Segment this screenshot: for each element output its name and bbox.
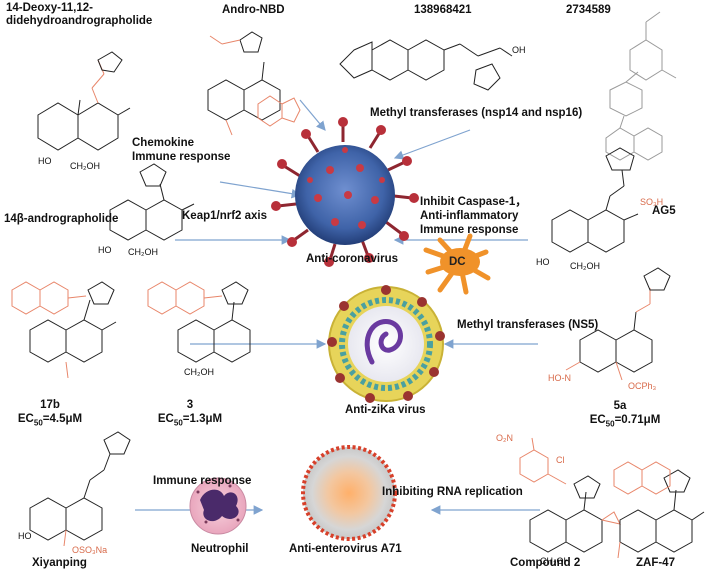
molecule-14-deoxy [37,51,131,151]
neutrophil-label: Neutrophil [191,543,249,555]
compound-name-5a: 5a [613,400,627,412]
atom-label-cl: Cl [556,455,565,465]
atom-label-ch2oh: CH₂OH [540,556,570,566]
compound-name-xiyanping: Xiyanping [32,557,87,569]
atom-label-o2n: O₂N [496,433,513,443]
arrow-andro-nbd [299,99,326,131]
mechanism-caspase-line3: Immune response [420,224,519,236]
atom-label-ch2oh: CH₂OH [128,247,158,257]
mechanism-methyl-nsp: Methyl transferases (nsp14 and nsp16) [370,107,583,119]
compound-name-3: 3 [186,399,194,411]
molecule-138968421 [339,39,513,91]
mechanism-caspase-line2: Anti-inflammatory [420,210,519,222]
compound-name-14-beta: 14β-andrographolide [4,213,119,225]
molecule-ag5 [551,147,639,253]
atom-label-oso3na: OSO₃Na [72,545,108,555]
arrow-nsp [393,129,471,160]
mechanism-immune-response: Immune response [153,475,252,487]
atom-label-hon: HO-N [548,373,571,383]
mechanism-caspase-line1: Inhibit Caspase-1， [420,196,527,208]
compound-name-2734589: 2734589 [566,4,611,16]
compound-name-andro-nbd: Andro-NBD [222,4,285,16]
molecule-17b [11,281,117,379]
atom-label-ch2oh: CH₂OH [70,161,100,171]
molecule-5a [565,267,671,381]
atom-label-ho: HO [536,257,550,267]
ec50-5a: EC50=0.71μM [589,414,661,429]
arrow-chemokine [219,181,302,199]
atom-label-ho: HO [18,531,32,541]
compound-name-zaf-47: ZAF-47 [636,557,675,569]
target-label-enterovirus: Anti-enterovirus A71 [289,543,402,555]
molecule-zaf-47 [613,461,705,559]
molecule-2734589 [605,11,677,161]
molecule-compound-2 [519,437,621,553]
mechanism-methyl-ns5: Methyl transferases (NS5) [457,319,599,331]
coronavirus-illustration [271,117,419,267]
compound-name-ag5: AG5 [652,205,676,217]
compound-name-14-deoxy-line2: didehydroandrographolide [6,15,153,27]
target-label-zika: Anti-ziKa virus [345,404,426,416]
ec50-17b: EC50=4.5μM [17,413,83,428]
compound-name-138968421: 138968421 [414,4,472,16]
mechanism-chemokine-line1: Chemokine [132,137,194,149]
zika-virus-illustration [327,285,445,403]
molecule-skeletons [11,11,705,559]
molecule-3 [147,281,251,363]
molecule-xiyanping [29,431,131,547]
atom-label-so3h: SO₃H [640,197,664,207]
compound-name-17b: 17b [40,399,60,411]
dc-body [440,248,480,276]
mechanism-rna-replication: Inhibiting RNA replication [382,486,523,498]
atom-label-ho: HO [38,156,52,166]
molecule-andro-nbd [207,31,301,136]
atom-label-ocph3: OCPh₃ [628,381,657,391]
enterovirus-illustration [301,445,397,541]
ec50-3: EC50=1.3μM [157,413,223,428]
neutrophil-illustration [189,477,247,535]
atom-label-oh: OH [512,45,526,55]
dc-label: DC [449,256,466,268]
molecule-14-beta [109,163,195,241]
arrows [135,99,540,515]
compound-name-compound-2: Compound 2 [510,557,581,569]
atom-label-ch2oh: CH₂OH [184,367,214,377]
mechanism-keap: Keap1/nrf2 axis [182,210,268,222]
compound-name-14-deoxy-line1: 14-Deoxy-11,12- [6,2,93,14]
target-label-coronavirus: Anti-coronavirus [306,253,399,265]
atom-label-ho: HO [98,245,112,255]
mechanism-chemokine-line2: Immune response [132,151,231,163]
atom-label-ch2oh: CH₂OH [570,261,600,271]
